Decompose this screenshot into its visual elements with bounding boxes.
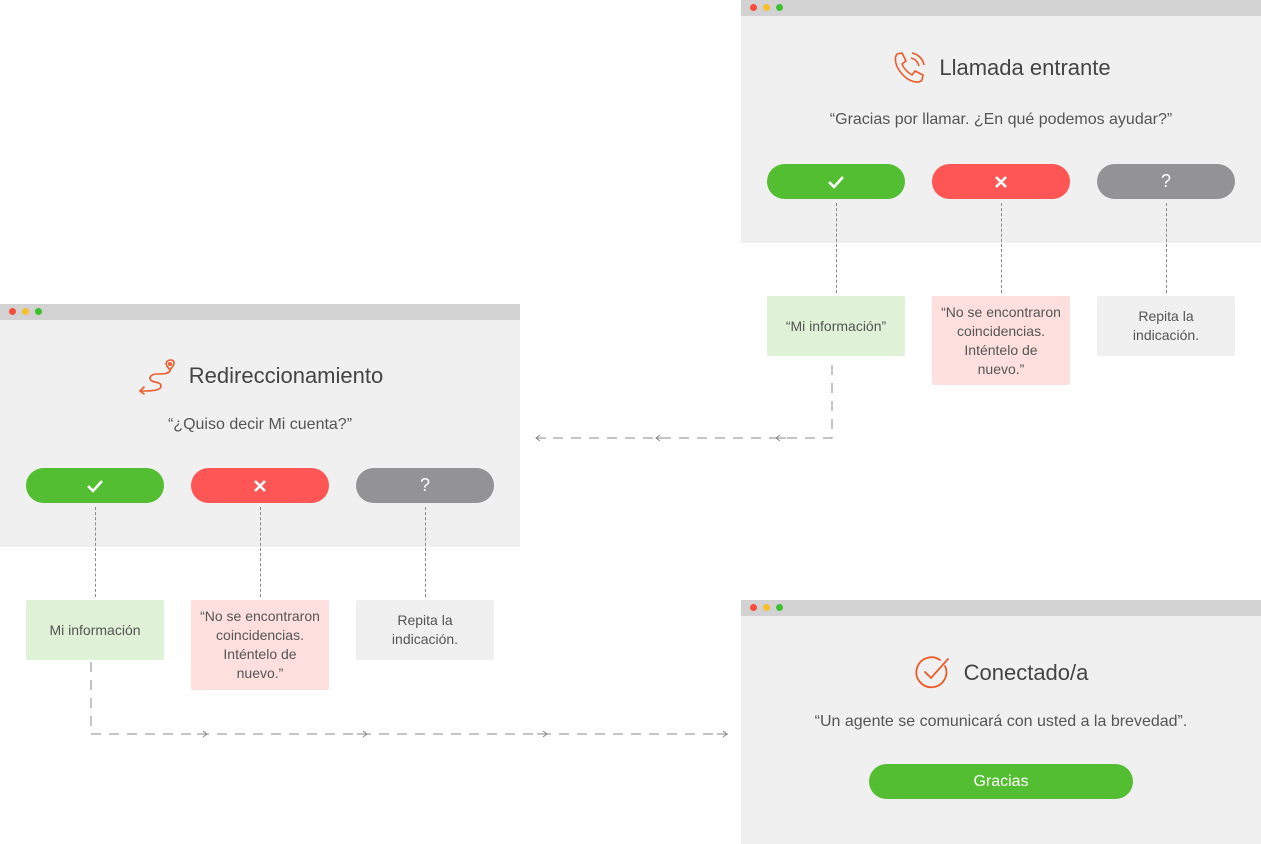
arrow-left-icon xyxy=(535,434,786,442)
window-titlebar xyxy=(0,304,520,320)
connected-window: Conectado/a “Un agente se comunicará con… xyxy=(741,600,1261,844)
unknown-label: ? xyxy=(419,475,430,495)
incoming-heading: Llamada entrante xyxy=(741,50,1261,86)
incoming-yes-response: “Mi información” xyxy=(767,296,905,356)
close-dot[interactable] xyxy=(750,4,757,11)
minimize-dot[interactable] xyxy=(763,4,770,11)
incoming-prompt: “Gracias por llamar. ¿En qué podemos ayu… xyxy=(829,111,1173,128)
incoming-unknown-response: Repita la indicación. xyxy=(1097,296,1235,356)
incoming-call-window: Llamada entrante “Gracias por llamar. ¿E… xyxy=(741,0,1261,243)
window-titlebar xyxy=(741,0,1261,16)
maximize-dot[interactable] xyxy=(776,4,783,11)
redirect-title: Redireccionamiento xyxy=(188,363,384,388)
unknown-label: ? xyxy=(1160,171,1171,191)
incoming-no-response: “No se encontraron coincidencias. Intént… xyxy=(932,296,1070,385)
maximize-dot[interactable] xyxy=(35,308,42,315)
redirect-yes-response: Mi información xyxy=(26,600,164,660)
minimize-dot[interactable] xyxy=(763,604,770,611)
check-icon xyxy=(827,175,845,189)
route-icon xyxy=(137,356,177,396)
maximize-dot[interactable] xyxy=(776,604,783,611)
connected-title: Conectado/a xyxy=(963,660,1089,685)
incoming-unknown-drop xyxy=(1166,203,1167,293)
incoming-title: Llamada entrante xyxy=(939,55,1111,80)
redirect-yes-drop xyxy=(95,507,96,597)
yes-button[interactable] xyxy=(26,468,164,503)
x-icon xyxy=(253,479,267,493)
thanks-button[interactable]: Gracias xyxy=(869,764,1133,799)
phone-icon xyxy=(891,51,927,85)
redirect-no-drop xyxy=(260,507,261,597)
redirect-unknown-drop xyxy=(425,507,426,597)
redirect-unknown-response: Repita la indicación. xyxy=(356,600,494,660)
connected-prompt: “Un agente se comunicará con usted a la … xyxy=(814,713,1188,730)
check-icon xyxy=(86,479,104,493)
unknown-button[interactable]: ? xyxy=(356,468,494,503)
incoming-no-drop xyxy=(1001,203,1002,293)
x-icon xyxy=(994,175,1008,189)
connected-heading: Conectado/a xyxy=(741,654,1261,692)
unknown-button[interactable]: ? xyxy=(1097,164,1235,199)
close-dot[interactable] xyxy=(9,308,16,315)
redirect-window: Redireccionamiento “¿Quiso decir Mi cuen… xyxy=(0,304,520,547)
redirect-no-response: “No se encontraron coincidencias. Intént… xyxy=(191,600,329,690)
connector-redirect-to-connected xyxy=(90,662,728,735)
redirect-prompt: “¿Quiso decir Mi cuenta?” xyxy=(167,416,353,433)
check-circle-icon xyxy=(914,654,952,692)
no-button[interactable] xyxy=(932,164,1070,199)
window-titlebar xyxy=(741,600,1261,616)
minimize-dot[interactable] xyxy=(22,308,29,315)
connector-incoming-to-redirect xyxy=(536,365,833,439)
yes-button[interactable] xyxy=(767,164,905,199)
close-dot[interactable] xyxy=(750,604,757,611)
redirect-heading: Redireccionamiento xyxy=(0,356,520,396)
arrow-right-icon xyxy=(197,730,728,738)
no-button[interactable] xyxy=(191,468,329,503)
incoming-yes-drop xyxy=(836,203,837,293)
